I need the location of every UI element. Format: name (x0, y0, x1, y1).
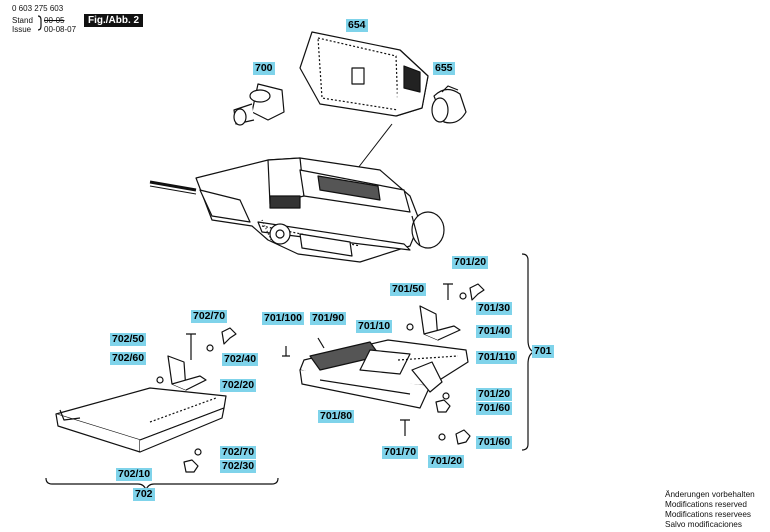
adapter-655-drawing (431, 85, 467, 124)
part-label-702-30: 702/30 (220, 460, 257, 473)
part-label-702-20: 702/20 (220, 379, 257, 392)
header-brace (37, 15, 42, 31)
issue-date: 00-08-07 (44, 25, 77, 34)
part-label-701-30: 701/30 (476, 302, 513, 315)
dust-bag-drawing (299, 31, 429, 117)
old-date: 00-05 (44, 16, 65, 25)
part-label-701-60-lower: 701/60 (476, 436, 513, 449)
part-label-701-60-upper: 701/60 (476, 402, 513, 415)
part-label-701: 701 (532, 345, 554, 358)
part-label-655: 655 (433, 62, 455, 75)
part-label-701-110: 701/110 (476, 351, 518, 364)
part-label-702-70-top: 702/70 (191, 310, 228, 323)
note-english: Modifications reserved (665, 500, 747, 509)
part-label-701-20-top: 701/20 (452, 256, 489, 269)
guide-701-drawing (282, 283, 485, 445)
part-label-702-50: 702/50 (110, 333, 147, 346)
issue-label: Issue (12, 25, 32, 34)
part-number: 0 603 275 603 (12, 4, 64, 13)
part-label-701-70: 701/70 (382, 446, 419, 459)
part-label-702-60: 702/60 (110, 352, 147, 365)
stand-label: Stand (12, 16, 33, 25)
adapter-700-drawing (233, 83, 285, 126)
guide-702-drawing (55, 327, 237, 473)
part-label-701-90: 701/90 (310, 312, 347, 325)
part-label-701-80: 701/80 (318, 410, 355, 423)
part-label-702: 702 (133, 488, 155, 501)
part-label-701-20-mid: 701/20 (476, 388, 513, 401)
part-label-701-20-bottom: 701/20 (428, 455, 465, 468)
modification-notes: Änderungen vorbehalten Modifications res… (665, 490, 755, 530)
part-label-654: 654 (346, 19, 368, 32)
belt-sander-drawing (149, 157, 445, 263)
part-label-702-10: 702/10 (116, 468, 153, 481)
note-german: Änderungen vorbehalten (665, 490, 755, 499)
group-702-brace (45, 477, 279, 491)
note-french: Modifications reservees (665, 510, 752, 519)
part-label-701-40: 701/40 (476, 325, 513, 338)
note-spanish: Salvo modificaciones (665, 520, 742, 529)
part-label-702-70-bottom: 702/70 (220, 446, 257, 459)
part-label-701-10: 701/10 (356, 320, 393, 333)
part-label-700: 700 (253, 62, 275, 75)
figure-label: Fig./Abb. 2 (84, 14, 144, 27)
part-label-701-100: 701/100 (262, 312, 304, 325)
part-label-701-50: 701/50 (390, 283, 427, 296)
part-label-702-40: 702/40 (222, 353, 259, 366)
